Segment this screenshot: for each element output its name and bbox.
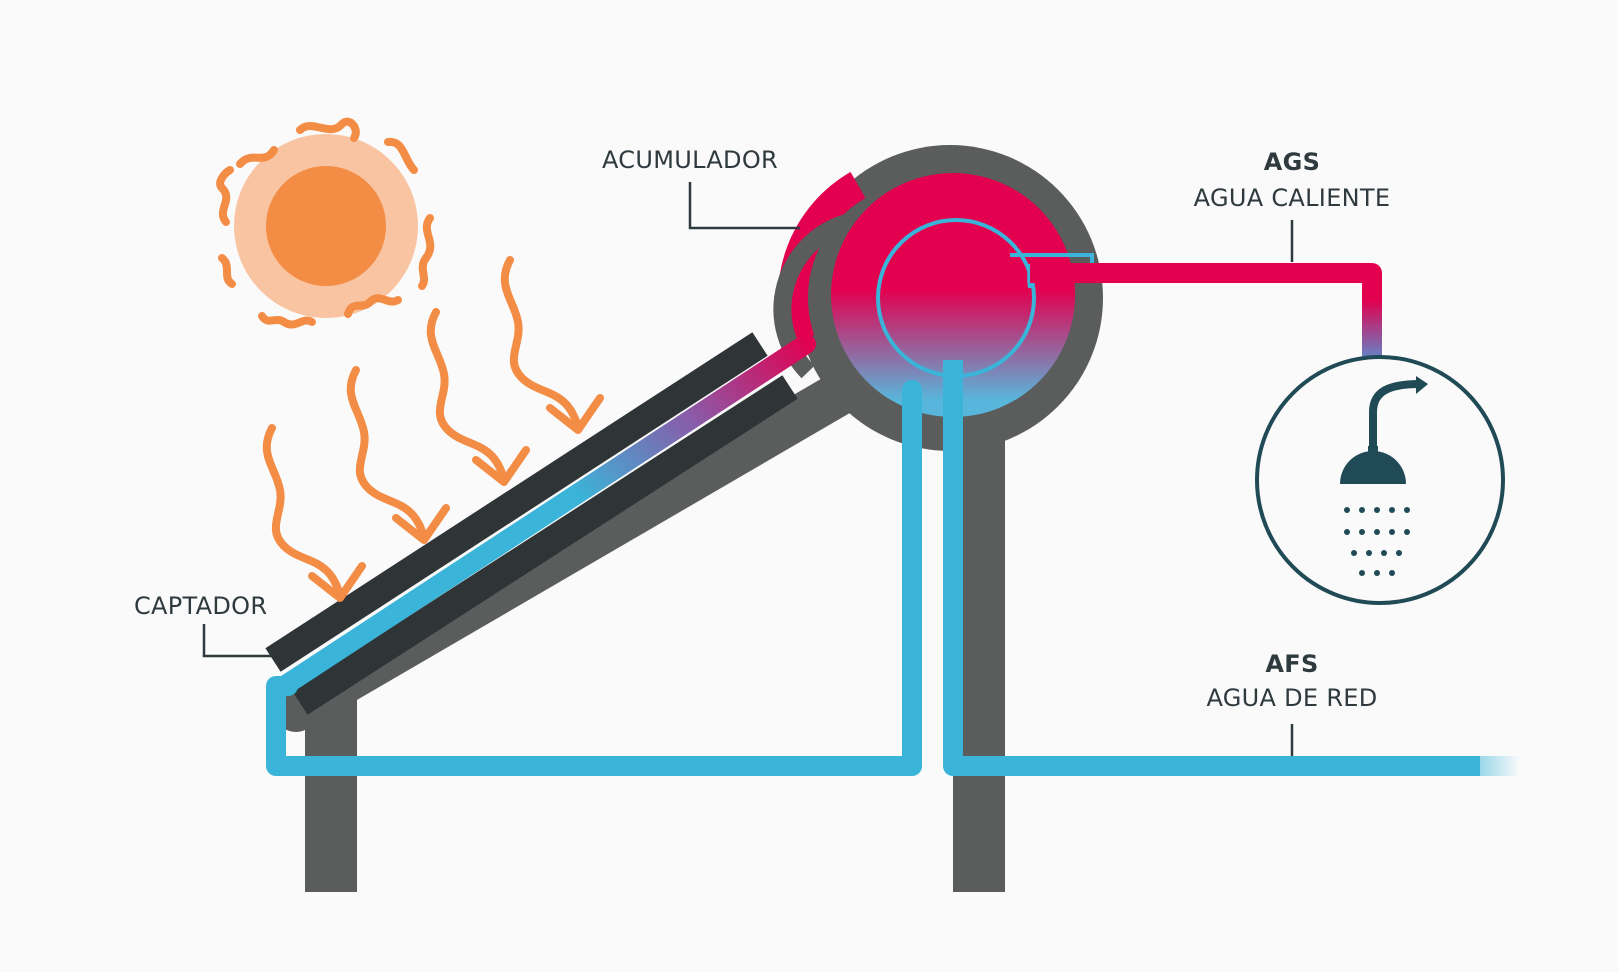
collector-label: CAPTADOR xyxy=(134,592,267,620)
heat-ray-icon xyxy=(351,370,446,540)
sun-corona xyxy=(216,117,435,329)
panel-bottom-rail xyxy=(292,375,798,715)
shower-drops xyxy=(1344,507,1410,576)
sun-core xyxy=(266,166,386,286)
heat-ray-icon xyxy=(267,428,362,598)
hot-water-code-label: AGS xyxy=(1264,148,1320,176)
accumulator-leader xyxy=(688,182,800,230)
accumulator-label: ACUMULADOR xyxy=(602,146,778,174)
cold-water-code-label: AFS xyxy=(1265,650,1318,678)
collector-leader xyxy=(202,624,272,658)
heat-ray-icon xyxy=(431,312,526,482)
shower-icon xyxy=(1255,355,1505,605)
cold-water-circuit xyxy=(266,360,1522,776)
collector-return-pipe xyxy=(266,380,922,776)
collector-panel xyxy=(265,332,816,715)
hot-water-drop-pipe xyxy=(1362,300,1382,356)
hot-water-name-label: AGUA CALIENTE xyxy=(1194,184,1391,212)
hot-water-pipe xyxy=(1030,263,1382,300)
sun-icon xyxy=(216,117,435,329)
mains-water-pipe xyxy=(943,360,1480,776)
coil-outlet-outline xyxy=(1010,253,1094,289)
shower-head xyxy=(1340,451,1406,484)
panel-absorber xyxy=(268,334,816,700)
shower-arm-tip xyxy=(1416,376,1428,394)
cold-water-name-label: AGUA DE RED xyxy=(1206,684,1377,712)
tank-water xyxy=(831,173,1075,417)
shower-arm xyxy=(1369,380,1424,451)
hot-water-circuit xyxy=(1010,253,1382,356)
heat-ray-icon xyxy=(505,260,600,430)
panel-top-rail xyxy=(265,332,768,672)
mains-pipe-fade xyxy=(1440,756,1522,776)
accumulator-tank xyxy=(773,145,1103,451)
label-leaders xyxy=(202,182,1294,756)
